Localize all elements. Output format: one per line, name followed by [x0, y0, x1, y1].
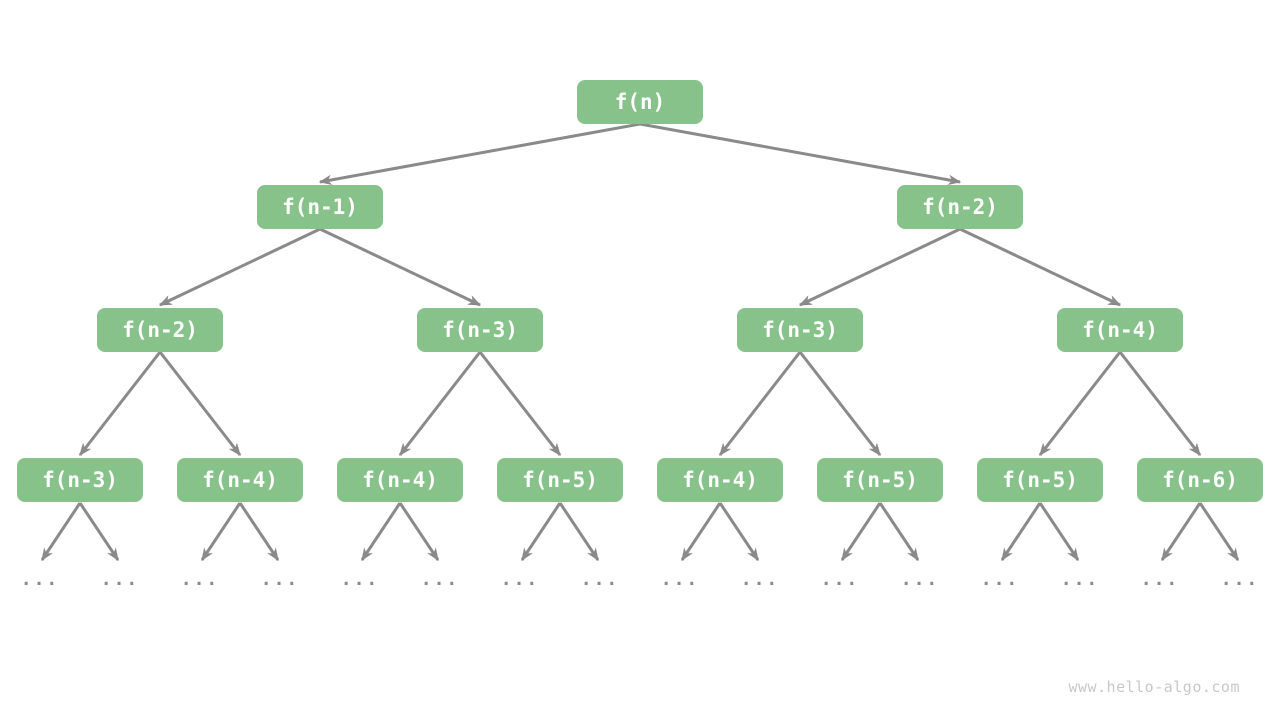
leaf-ellipsis: ... [340, 568, 380, 590]
edge-arrow [798, 227, 961, 307]
tree-node: f(n-6) [1137, 458, 1263, 502]
leaf-ellipsis: ... [260, 568, 300, 590]
leaf-ellipsis: ... [660, 568, 700, 590]
edge-arrow [1118, 351, 1202, 457]
edge-arrow [238, 502, 280, 562]
tree-node: f(n-4) [657, 458, 783, 502]
edge-arrow [1198, 502, 1240, 562]
leaf-ellipsis: ... [420, 568, 460, 590]
edge-arrow [1000, 502, 1042, 562]
edge-arrow [959, 227, 1122, 307]
leaf-ellipsis: ... [500, 568, 540, 590]
leaf-ellipsis: ... [100, 568, 140, 590]
tree-node: f(n-3) [417, 308, 543, 352]
leaf-ellipsis: ... [580, 568, 620, 590]
tree-node: f(n) [577, 80, 703, 124]
edge-arrow [878, 502, 920, 562]
edge-arrow [200, 502, 242, 562]
edge-arrow [158, 351, 242, 457]
edge-arrow [158, 227, 321, 307]
edge-arrow [558, 502, 600, 562]
edge-arrow [478, 351, 562, 457]
edge-arrow [1038, 502, 1080, 562]
watermark: www.hello-algo.com [1068, 678, 1240, 696]
edge-lines [40, 122, 1240, 562]
edge-arrow [680, 502, 722, 562]
edge-arrow [360, 502, 402, 562]
leaf-ellipsis: ... [820, 568, 860, 590]
leaf-ellipsis: ... [1140, 568, 1180, 590]
edge-arrow [1038, 351, 1122, 457]
edge-arrow [1160, 502, 1202, 562]
leaf-ellipsis: ... [180, 568, 220, 590]
edge-arrow [398, 351, 482, 457]
edge-arrow [718, 351, 802, 457]
leaf-ellipsis: ... [1220, 568, 1260, 590]
tree-node: f(n-5) [977, 458, 1103, 502]
edge-arrow [78, 351, 162, 457]
leaf-ellipsis: ... [740, 568, 780, 590]
tree-node: f(n-2) [897, 185, 1023, 229]
tree-node: f(n-4) [177, 458, 303, 502]
edge-arrow [840, 502, 882, 562]
edge-arrow [520, 502, 562, 562]
edge-arrow [718, 502, 760, 562]
edge-arrow [798, 351, 882, 457]
leaf-ellipsis: ... [20, 568, 60, 590]
edge-arrow [318, 122, 641, 186]
tree-node: f(n-4) [1057, 308, 1183, 352]
tree-node: f(n-3) [737, 308, 863, 352]
edge-arrow [78, 502, 120, 562]
edge-arrow [319, 227, 482, 307]
leaf-ellipsis: ... [900, 568, 940, 590]
tree-node: f(n-5) [497, 458, 623, 502]
tree-node: f(n-1) [257, 185, 383, 229]
edge-arrow [398, 502, 440, 562]
tree-node: f(n-2) [97, 308, 223, 352]
leaf-ellipsis: ... [980, 568, 1020, 590]
tree-node: f(n-4) [337, 458, 463, 502]
tree-node: f(n-5) [817, 458, 943, 502]
tree-node: f(n-3) [17, 458, 143, 502]
edge-arrow [639, 122, 962, 186]
edge-arrow [40, 502, 82, 562]
leaf-ellipsis: ... [1060, 568, 1100, 590]
